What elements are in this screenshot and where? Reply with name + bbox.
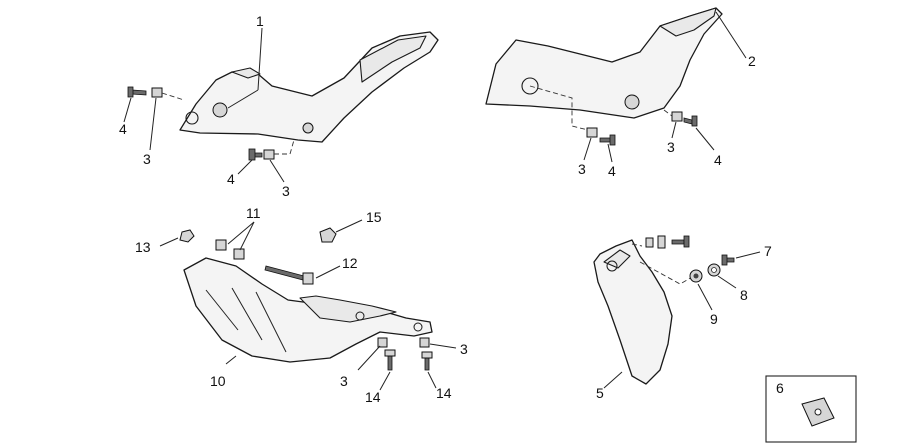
part-10-engine-guard xyxy=(183,257,433,365)
label-10: 10 xyxy=(210,373,226,389)
label-3-f: 3 xyxy=(340,373,348,389)
hardware-3-14-guard xyxy=(357,337,457,391)
label-3-d: 3 xyxy=(667,139,675,155)
callout-labels: 1 2 3 3 3 3 3 3 4 4 4 4 5 6 7 8 9 10 11 … xyxy=(119,13,784,405)
label-4-c: 4 xyxy=(608,163,616,179)
label-4-b: 4 xyxy=(227,171,235,187)
part-2-right-side-panel xyxy=(485,7,747,133)
label-5: 5 xyxy=(596,385,604,401)
label-3-a: 3 xyxy=(143,151,151,167)
label-11: 11 xyxy=(246,205,261,221)
label-14-a: 14 xyxy=(365,389,381,405)
label-6: 6 xyxy=(776,380,784,396)
part-1-left-side-panel xyxy=(179,27,439,143)
hardware-upper-clip-bolt xyxy=(645,235,690,249)
part-6-inset-box xyxy=(765,375,857,443)
label-13: 13 xyxy=(135,239,151,255)
hardware-13-nut xyxy=(159,229,195,247)
label-1: 1 xyxy=(256,13,264,29)
hardware-12-long-bolt xyxy=(264,265,341,285)
label-3-b: 3 xyxy=(282,183,290,199)
label-2: 2 xyxy=(748,53,756,69)
hardware-3-4-right-side xyxy=(663,109,715,151)
label-15: 15 xyxy=(366,209,382,225)
hardware-11-spacers xyxy=(215,221,255,260)
hardware-3-4-right-center xyxy=(583,127,616,163)
label-14-b: 14 xyxy=(436,385,452,401)
label-7: 7 xyxy=(764,243,772,259)
label-9: 9 xyxy=(710,311,718,327)
label-3-c: 3 xyxy=(578,161,586,177)
label-4-d: 4 xyxy=(714,152,722,168)
part-5-rear-guard xyxy=(593,239,695,389)
label-12: 12 xyxy=(342,255,358,271)
label-8: 8 xyxy=(740,287,748,303)
hardware-3-4-left-upper xyxy=(123,86,185,151)
hardware-3-4-left-lower xyxy=(237,139,295,183)
label-4-a: 4 xyxy=(119,121,127,137)
hardware-15-nut xyxy=(319,219,363,243)
hardware-7-8-9 xyxy=(689,251,761,311)
label-3-e: 3 xyxy=(460,341,468,357)
